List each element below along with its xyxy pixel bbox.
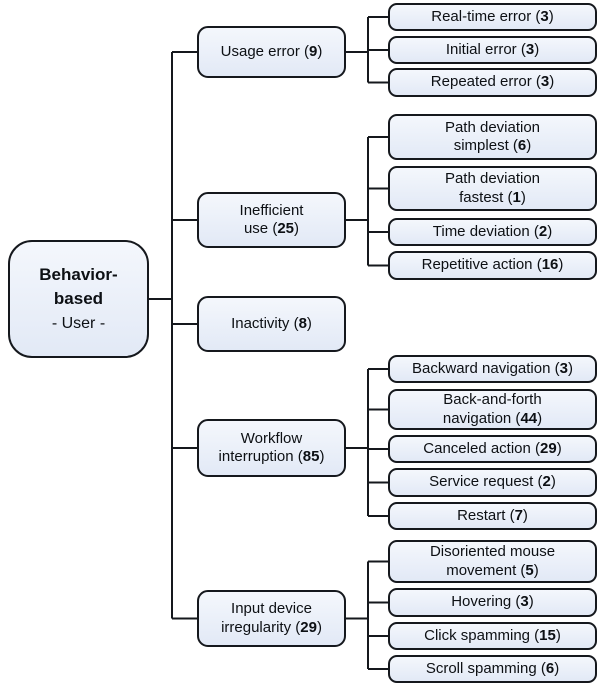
node-label: Usage error (9) bbox=[220, 42, 323, 60]
node-path-deviation-fastest: Path deviation fastest (1) bbox=[388, 166, 597, 211]
node-scroll-spamming: Scroll spamming (6) bbox=[388, 655, 597, 683]
root-title: Behavior-based bbox=[39, 264, 118, 309]
node-label: Time deviation (2) bbox=[432, 222, 553, 240]
node-inactivity: Inactivity (8) bbox=[197, 296, 346, 352]
node-usage-error: Usage error (9) bbox=[197, 26, 346, 78]
node-hovering: Hovering (3) bbox=[388, 588, 597, 617]
root-subtitle: - User - bbox=[51, 315, 106, 333]
node-behavior-based-user: Behavior-based - User - bbox=[8, 240, 149, 358]
node-repetitive-action: Repetitive action (16) bbox=[388, 251, 597, 280]
node-canceled-action: Canceled action (29) bbox=[388, 435, 597, 463]
node-workflow-interruption: Workflow interruption (85) bbox=[197, 419, 346, 477]
node-label: Click spamming (15) bbox=[424, 626, 561, 644]
node-label: Disoriented mouse movement (5) bbox=[429, 543, 556, 579]
node-label: Workflow interruption (85) bbox=[218, 429, 325, 465]
node-service-request: Service request (2) bbox=[388, 468, 597, 497]
node-label: Path deviation fastest (1) bbox=[444, 170, 541, 206]
node-label: Inactivity (8) bbox=[231, 314, 312, 332]
node-label: Real-time error (3) bbox=[431, 7, 554, 25]
node-label: Inefficient use (25) bbox=[239, 201, 304, 237]
node-label: Service request (2) bbox=[429, 473, 556, 491]
node-backward-navigation: Backward navigation (3) bbox=[388, 355, 597, 383]
node-label: Restart (7) bbox=[457, 506, 528, 524]
node-input-device-irregularity: Input device irregularity (29) bbox=[197, 590, 346, 647]
node-initial-error: Initial error (3) bbox=[388, 36, 597, 64]
node-inefficient-use: Inefficient use (25) bbox=[197, 192, 346, 248]
node-restart: Restart (7) bbox=[388, 502, 597, 530]
node-label: Input device irregularity (29) bbox=[221, 600, 322, 636]
node-time-deviation: Time deviation (2) bbox=[388, 218, 597, 246]
node-back-and-forth-navigation: Back-and-forth navigation (44) bbox=[388, 389, 597, 430]
node-label: Repetitive action (16) bbox=[421, 256, 564, 274]
node-label: Canceled action (29) bbox=[423, 439, 562, 457]
node-label: Repeated error (3) bbox=[430, 73, 555, 91]
node-real-time-error: Real-time error (3) bbox=[388, 3, 597, 31]
node-label: Path deviation simplest (6) bbox=[444, 118, 541, 154]
node-label: Hovering (3) bbox=[451, 593, 534, 611]
node-disoriented-mouse-movement: Disoriented mouse movement (5) bbox=[388, 540, 597, 583]
node-click-spamming: Click spamming (15) bbox=[388, 622, 597, 650]
node-label: Backward navigation (3) bbox=[412, 359, 573, 377]
node-label: Scroll spamming (6) bbox=[425, 659, 560, 677]
node-path-deviation-simplest: Path deviation simplest (6) bbox=[388, 114, 597, 160]
node-label: Initial error (3) bbox=[445, 40, 540, 58]
node-repeated-error: Repeated error (3) bbox=[388, 68, 597, 97]
node-label: Back-and-forth navigation (44) bbox=[442, 391, 543, 427]
